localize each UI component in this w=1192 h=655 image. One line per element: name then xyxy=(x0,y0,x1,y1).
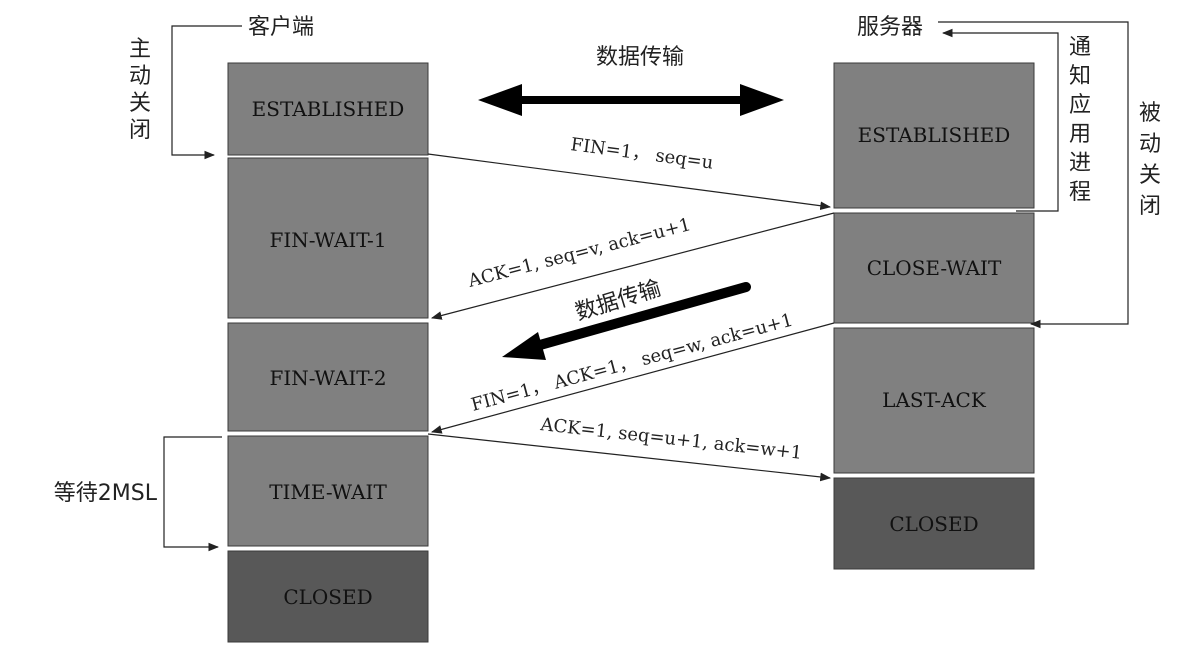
ack2-label: ACK=1, seq=u+1, ack=w+1 xyxy=(538,414,803,464)
notify-app-char-5: 进 xyxy=(1069,151,1091,176)
transfer-bidirectional-arrow xyxy=(478,84,784,116)
server-state-closed: CLOSED xyxy=(833,477,1035,570)
ack1-arrow xyxy=(430,212,835,320)
client-state-closed: CLOSED xyxy=(227,550,429,643)
active-close-char-4: 闭 xyxy=(129,118,151,143)
notify-app-char-6: 程 xyxy=(1069,180,1091,205)
client-state-closed-label: CLOSED xyxy=(283,585,372,609)
server-state-closed-label: CLOSED xyxy=(889,512,978,536)
notify-app-char-2: 知 xyxy=(1069,64,1091,89)
fin1-arrow xyxy=(427,153,832,211)
client-state-time-wait: TIME-WAIT xyxy=(227,435,429,547)
client-state-time-wait-label: TIME-WAIT xyxy=(269,480,387,504)
fin1-label: FIN=1， seq=u xyxy=(569,134,714,174)
server-state-close-wait-label: CLOSE-WAIT xyxy=(867,256,1002,280)
active-close-char-1: 主 xyxy=(129,37,151,62)
notify-app-char-1: 通 xyxy=(1069,35,1091,60)
client-state-established: ESTABLISHED xyxy=(227,62,429,156)
ack2-arrow xyxy=(427,433,832,482)
server-state-last-ack: LAST-ACK xyxy=(833,327,1035,474)
server-state-established: ESTABLISHED xyxy=(833,62,1035,209)
ack1-label: ACK=1, seq=v, ack=u+1 xyxy=(465,214,693,292)
client-state-fin-wait-1-label: FIN-WAIT-1 xyxy=(269,228,386,252)
server-state-last-ack-label: LAST-ACK xyxy=(882,388,987,412)
client-title: 客户端 xyxy=(248,15,314,40)
notify-app-char-4: 用 xyxy=(1069,122,1091,147)
transfer-mid-shaft xyxy=(535,282,751,350)
passive-close-char-1: 被 xyxy=(1139,101,1161,126)
passive-close-char-4: 闭 xyxy=(1139,194,1161,219)
server-state-close-wait: CLOSE-WAIT xyxy=(833,212,1035,324)
fin2-label: FIN=1， ACK=1， seq=w, ack=u+1 xyxy=(469,310,795,416)
transfer-mid-head xyxy=(502,332,546,360)
server-title: 服务器 xyxy=(857,15,923,40)
notify-app-bracket xyxy=(941,28,1059,212)
active-close-char-2: 动 xyxy=(129,64,151,89)
passive-close-char-3: 关 xyxy=(1139,163,1161,188)
notify-app-char-3: 应 xyxy=(1069,93,1091,118)
client-state-fin-wait-2: FIN-WAIT-2 xyxy=(227,322,429,432)
active-close-bracket xyxy=(171,25,242,160)
wait-2msl-label: 等待2MSL xyxy=(54,481,158,506)
server-state-established-label: ESTABLISHED xyxy=(858,123,1011,147)
client-state-established-label: ESTABLISHED xyxy=(252,97,405,121)
client-state-fin-wait-1: FIN-WAIT-1 xyxy=(227,157,429,319)
client-state-fin-wait-2-label: FIN-WAIT-2 xyxy=(269,366,386,390)
passive-close-bracket xyxy=(938,21,1129,329)
transfer-top-label: 数据传输 xyxy=(596,45,684,70)
active-close-char-3: 关 xyxy=(129,91,151,116)
fin2-arrow xyxy=(430,322,835,434)
passive-close-char-2: 动 xyxy=(1139,132,1161,157)
wait-2msl-bracket xyxy=(163,436,222,552)
